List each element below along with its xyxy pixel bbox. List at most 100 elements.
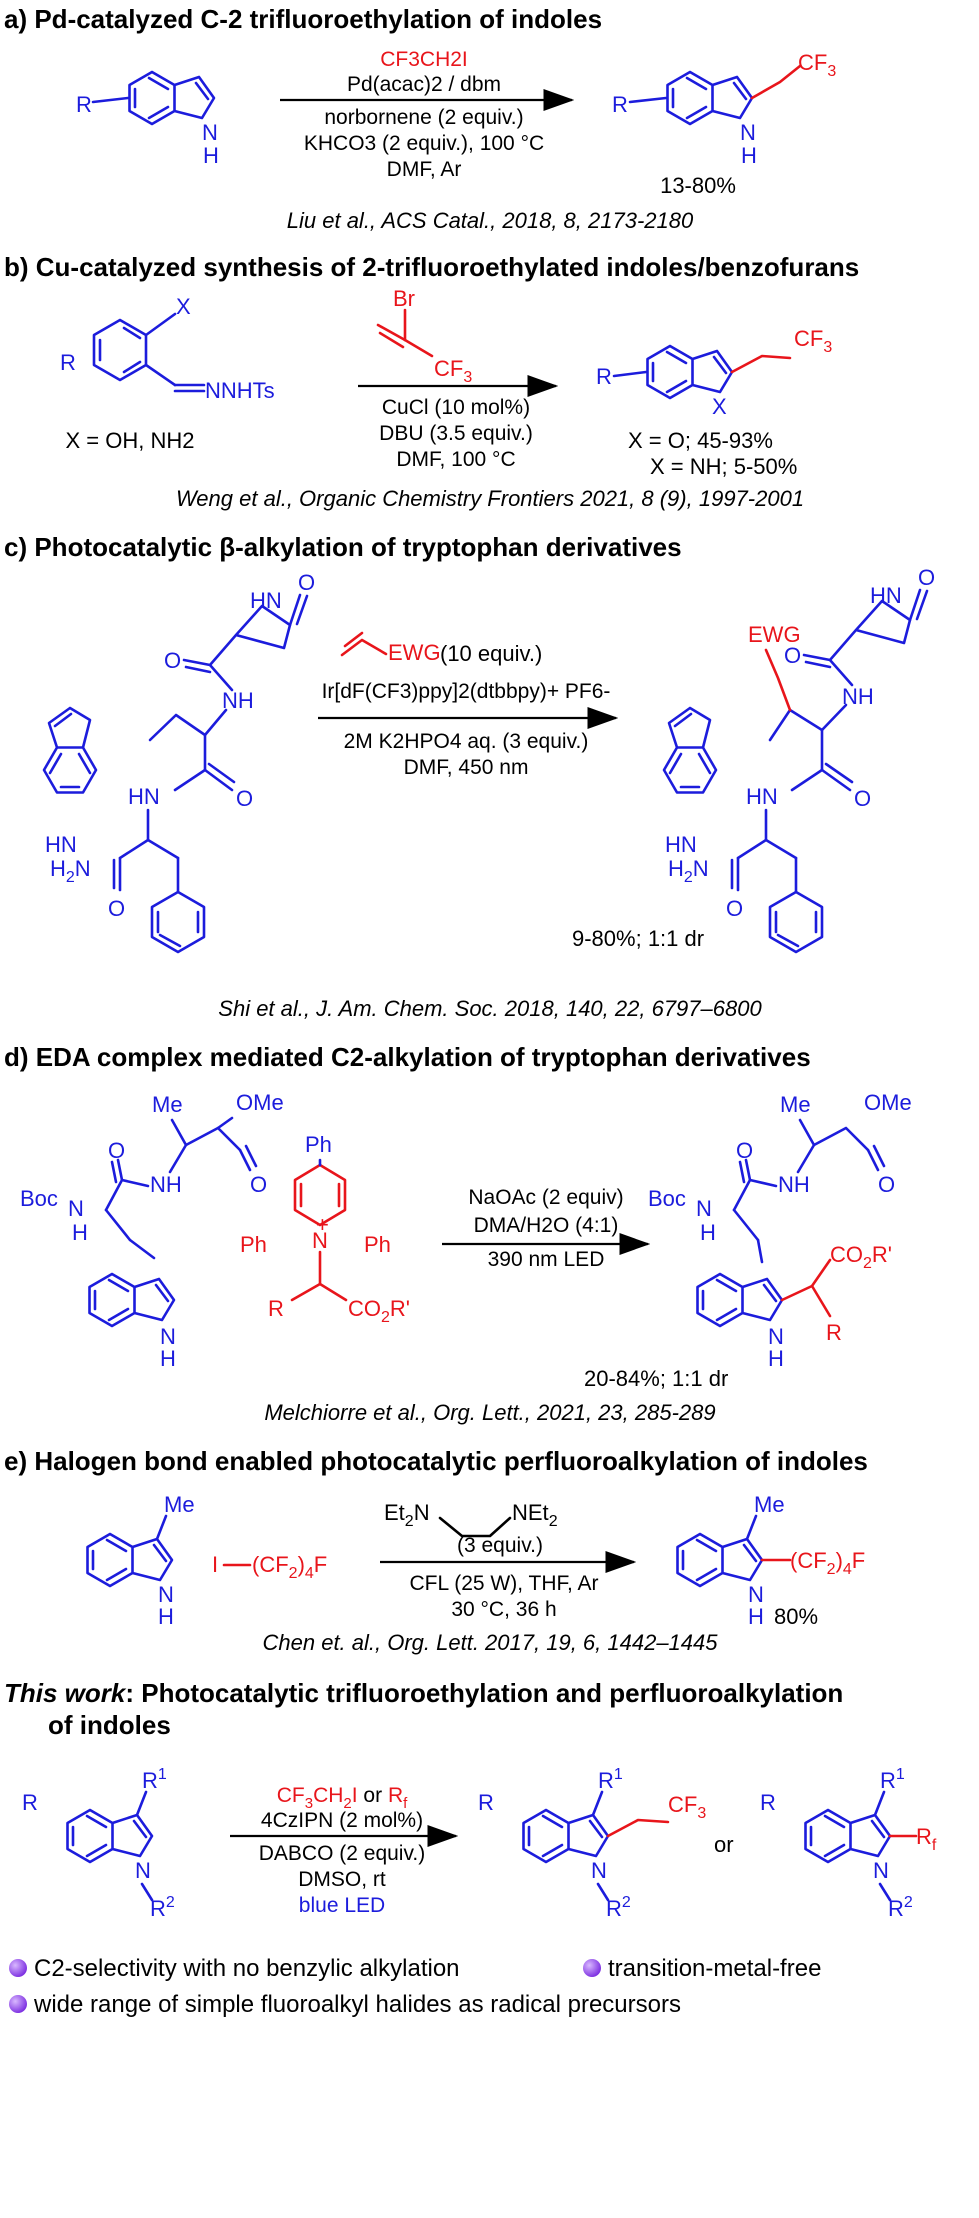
- section-e-cond3: 30 °C, 36 h: [451, 1598, 556, 1621]
- svg-text:(CF2)4F: (CF2)4F: [790, 1548, 865, 1578]
- section-e-cond1: (3 equiv.): [457, 1534, 543, 1557]
- section-c-alkene: [340, 638, 388, 657]
- svg-text:CO2R': CO2R': [830, 1242, 892, 1272]
- svg-text:N: N: [202, 120, 218, 145]
- svg-text:O: O: [108, 896, 125, 921]
- section-c-sm: HN NH O HN O O HN H2N O: [42, 570, 315, 954]
- svg-text:Ph: Ph: [305, 1132, 332, 1157]
- svg-text:H: H: [72, 1220, 88, 1245]
- svg-text:R: R: [22, 1790, 38, 1815]
- section-c-product: HN EWG NH O HN O O HN H2N O: [662, 565, 935, 954]
- svg-text:H: H: [768, 1346, 784, 1371]
- section-b-cond2: DBU (3.5 equiv.): [379, 422, 533, 445]
- svg-text:NEt2: NEt2: [512, 1500, 558, 1530]
- section-b-product: R X CF3: [596, 326, 832, 419]
- svg-text:EWG: EWG: [748, 622, 801, 647]
- section-f-cond3: DABCO (2 equiv.): [259, 1842, 426, 1865]
- svg-text:R1: R1: [880, 1766, 905, 1793]
- bullet-c2-selectivity: C2-selectivity with no benzylic alkylati…: [34, 1955, 460, 1982]
- svg-text:CO2R': CO2R': [348, 1296, 410, 1326]
- section-d-header: d) EDA complex mediated C2-alkylation of…: [4, 1042, 811, 1072]
- svg-text:NH: NH: [842, 684, 874, 709]
- svg-text:R: R: [60, 350, 76, 375]
- section-e-ref: Chen et. al., Org. Lett. 2017, 19, 6, 14…: [263, 1630, 719, 1655]
- svg-text:O: O: [878, 1172, 895, 1197]
- svg-text:CF3: CF3: [434, 356, 472, 386]
- section-f-or: or: [714, 1832, 734, 1857]
- section-d-product: Me OMe O NH O Boc N H N H CO2R' R: [648, 1090, 912, 1371]
- section-f-header-rest: : Photocatalytic trifluoroethylation and…: [125, 1678, 843, 1708]
- section-f-cond2: 4CzIPN (2 mol%): [261, 1809, 423, 1832]
- svg-text:R: R: [268, 1296, 284, 1321]
- section-e-cond2: CFL (25 W), THF, Ar: [409, 1572, 598, 1595]
- section-c-ref: Shi et al., J. Am. Chem. Soc. 2018, 140,…: [218, 996, 762, 1021]
- section-c-reagent: EWG: [388, 640, 441, 665]
- section-c-yield: 9-80%; 1:1 dr: [572, 926, 704, 951]
- svg-text:R: R: [612, 92, 628, 117]
- svg-text:N: N: [591, 1858, 607, 1883]
- section-b-cond3: DMF, 100 °C: [396, 448, 515, 471]
- section-d-ref: Melchiorre et al., Org. Lett., 2021, 23,…: [264, 1400, 715, 1425]
- section-a-reagent: CF3CH2I: [380, 48, 468, 71]
- svg-text:R1: R1: [598, 1766, 623, 1793]
- svg-text:O: O: [164, 648, 181, 673]
- svg-text:R: R: [596, 364, 612, 389]
- section-b-yield2: X = NH; 5-50%: [650, 454, 797, 479]
- section-f: This work: Photocatalytic trifluoroethyl…: [4, 1678, 937, 1921]
- svg-text:CF3: CF3: [668, 1792, 706, 1822]
- svg-text:+: +: [316, 1212, 329, 1237]
- section-f-sm: R R1 N R2: [22, 1766, 175, 1921]
- bullet-icon: [9, 1959, 27, 1977]
- svg-text:N: N: [158, 1582, 174, 1607]
- section-e-amine: Et2N NEt2: [384, 1500, 558, 1538]
- svg-text:N: N: [873, 1858, 889, 1883]
- svg-text:R: R: [478, 1790, 494, 1815]
- svg-text:CF3: CF3: [798, 50, 836, 80]
- svg-text:O: O: [726, 896, 743, 921]
- section-b-header: b) Cu-catalyzed synthesis of 2-trifluoro…: [4, 252, 859, 282]
- section-c-header: c) Photocatalytic β-alkylation of trypto…: [4, 532, 682, 562]
- section-c: c) Photocatalytic β-alkylation of trypto…: [4, 532, 935, 1021]
- svg-text:H: H: [158, 1604, 174, 1629]
- svg-text:NH: NH: [222, 688, 254, 713]
- svg-text:H: H: [700, 1220, 716, 1245]
- section-b-cond1: CuCl (10 mol%): [382, 396, 530, 419]
- section-d-sm: Me OMe O NH O Boc H N N H: [20, 1090, 284, 1371]
- svg-text:NH: NH: [150, 1172, 182, 1197]
- bullet-icon: [583, 1959, 601, 1977]
- svg-text:N: N: [696, 1196, 712, 1221]
- svg-text:Br: Br: [393, 286, 415, 311]
- svg-text:O: O: [298, 570, 315, 595]
- section-c-equiv: (10 equiv.): [440, 641, 542, 666]
- svg-text:R2: R2: [606, 1894, 631, 1921]
- svg-text:HN: HN: [45, 832, 77, 857]
- section-b-sm: R X NNHTs: [60, 294, 275, 403]
- svg-text:HN: HN: [665, 832, 697, 857]
- section-d-cond3: 390 nm LED: [488, 1248, 605, 1271]
- svg-text:Me: Me: [152, 1092, 183, 1117]
- section-f-header: This work: Photocatalytic trifluoroethyl…: [4, 1678, 843, 1708]
- feature-bullets: C2-selectivity with no benzylic alkylati…: [9, 1955, 821, 2018]
- svg-text:NH: NH: [778, 1172, 810, 1197]
- svg-text:N: N: [312, 1228, 328, 1253]
- section-f-header-line2: of indoles: [48, 1710, 171, 1740]
- section-f-product-tfe: R R1 N R2 CF3: [478, 1766, 706, 1921]
- section-a-header: a) Pd-catalyzed C-2 trifluoroethylation …: [4, 4, 602, 34]
- svg-text:O: O: [784, 643, 801, 668]
- svg-text:N: N: [160, 1324, 176, 1349]
- section-a-cond3: KHCO3 (2 equiv.), 100 °C: [304, 132, 544, 155]
- svg-text:O: O: [736, 1138, 753, 1163]
- section-b-ref: Weng et al., Organic Chemistry Frontiers…: [176, 486, 804, 511]
- svg-text:X: X: [176, 294, 191, 319]
- section-b-sm-group: NNHTs: [205, 378, 275, 403]
- svg-text:HN: HN: [128, 784, 160, 809]
- svg-text:Rf: Rf: [916, 1824, 937, 1854]
- svg-text:R: R: [826, 1320, 842, 1345]
- svg-text:O: O: [250, 1172, 267, 1197]
- section-a-ref: Liu et al., ACS Catal., 2018, 8, 2173-21…: [287, 208, 694, 233]
- svg-text:(CF2)4F: (CF2)4F: [252, 1552, 327, 1582]
- svg-text:Ph: Ph: [364, 1232, 391, 1257]
- section-e: e) Halogen bond enabled photocatalytic p…: [4, 1446, 868, 1655]
- section-e-header: e) Halogen bond enabled photocatalytic p…: [4, 1446, 868, 1476]
